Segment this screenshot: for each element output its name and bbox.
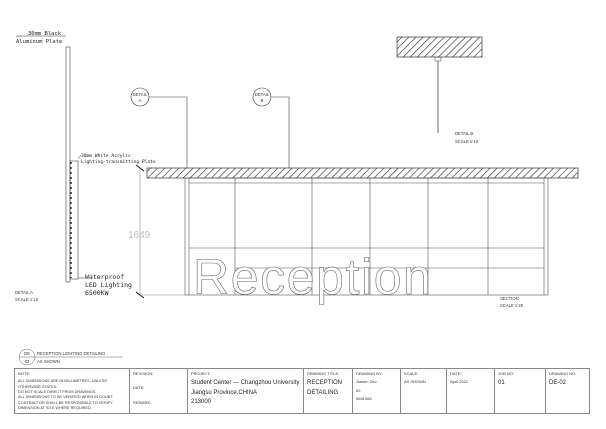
svg-text:B: B	[261, 98, 264, 103]
detail-a-caption: DETAIL A	[15, 290, 33, 295]
notes-cell: NOTE: ALL DIMENSIONS ARE IN MILLIMETRES,…	[14, 367, 130, 415]
title-reference: DE 02 RECEPTION LIGHTING DETAILING AS SH…	[18, 348, 123, 366]
drawing-title-cell: DRAWING TITLE: RECEPTION DETAILING	[303, 367, 353, 415]
svg-text:02: 02	[25, 359, 30, 364]
reception-sign: Reception	[193, 249, 431, 305]
callout-detail-b: DETAIL B	[252, 87, 290, 168]
label-acrylic: 30mm White Acrylic	[81, 153, 131, 159]
detail-a: 30mm Black Aluminum Plate 30mm White Acr…	[15, 31, 156, 302]
svg-text:DE: DE	[24, 351, 30, 356]
detail-b-caption: DETAIL B	[455, 131, 473, 136]
section-elevation: Reception 1649 SECTION SCALE 1:20	[128, 164, 579, 308]
svg-text:DETAIL: DETAIL	[255, 92, 270, 97]
ceiling-beam	[146, 167, 579, 179]
label-aluminum-plate-2: Aluminum Plate	[16, 39, 62, 45]
title-ref-title: RECEPTION LIGHTING DETAILING	[37, 351, 105, 356]
drawn-by-cell: DRAWING BY: Jiawen Zhu ID: 5681068	[352, 367, 401, 415]
aluminum-plate	[65, 46, 71, 283]
dimension-height: 1649	[128, 230, 151, 241]
detail-b-scale: SCALE 1:10	[455, 139, 479, 144]
section-scale: SCALE 1:20	[500, 303, 524, 308]
revision-cell: REVISION: DATE: REMARK:	[129, 367, 188, 415]
acrylic-plate	[69, 160, 79, 280]
date-cell: DATE: April 2021	[446, 367, 495, 415]
project-cell: PROJECT: Student Center — Changzhou Univ…	[187, 367, 304, 415]
detail-a-scale: SCALE 1:10	[15, 297, 39, 302]
label-led-3: 6500KW	[85, 289, 109, 297]
label-led: Waterproof	[85, 273, 124, 281]
label-aluminum-plate: 30mm Black	[28, 31, 62, 37]
drawing-no-cell: DRAWING NO: DE-02	[545, 367, 590, 415]
title-block: NOTE: ALL DIMENSIONS ARE IN MILLIMETRES,…	[14, 367, 590, 415]
callout-detail-a: DETAIL A	[130, 87, 188, 168]
scale-cell: SCALE: AS SHOWN	[400, 367, 447, 415]
label-acrylic-2: Lighting-transmitting Plate	[81, 159, 156, 165]
svg-text:A: A	[139, 98, 142, 103]
section-caption: SECTION	[500, 296, 519, 301]
title-ref-scale: AS SHOWN	[37, 359, 60, 364]
detail-b: DETAIL B SCALE 1:10	[396, 36, 483, 144]
job-no-cell: JOB NO: 01	[494, 367, 546, 415]
label-led-2: LED Lighting	[85, 281, 132, 289]
svg-text:DETAIL: DETAIL	[133, 92, 148, 97]
